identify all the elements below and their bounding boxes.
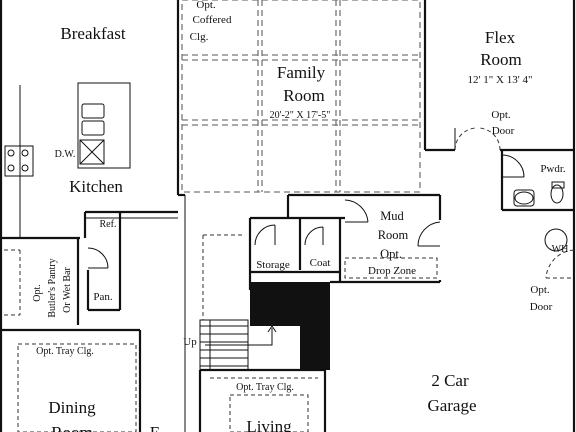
garage-door-label-2: Door <box>530 301 553 313</box>
solid-walls <box>250 282 330 370</box>
foyer-label: E <box>150 423 160 432</box>
flex-room-label-2: Room <box>480 50 522 69</box>
living-room-label: Living <box>246 417 292 432</box>
coffered-label-2: Coffered <box>193 14 232 26</box>
mud-room-label-2: Room <box>378 228 409 242</box>
mud-room-label-3: Opt. <box>380 247 402 261</box>
stairs-up-label: Up <box>183 336 197 348</box>
dishwasher-label: D.W. <box>55 149 76 160</box>
fixtures <box>344 181 568 279</box>
kitchen-island <box>77 82 131 169</box>
breakfast-label: Breakfast <box>60 24 125 43</box>
garage-door-label-1: Opt. <box>530 284 550 296</box>
coffered-label-1: Opt. <box>196 0 216 11</box>
coffered-ceiling-grid <box>181 0 421 193</box>
coat-label: Coat <box>310 257 331 269</box>
water-heater-label: WH <box>552 244 569 255</box>
mud-room-label-1: Mud <box>380 209 404 223</box>
room-labels: Breakfast Opt. Coffered Clg. Family Room… <box>32 0 568 432</box>
kitchen-label: Kitchen <box>69 177 123 196</box>
dining-tray-label: Opt. Tray Clg. <box>36 346 94 357</box>
pantry-label: Pan. <box>93 291 113 303</box>
coffered-label-3: Clg. <box>190 31 209 43</box>
family-room-dims: 20'-2" X 17'-5" <box>270 110 331 121</box>
butler-label-2: Butler's Pantry <box>47 258 58 317</box>
flex-room-label-1: Flex <box>485 28 516 47</box>
dining-room-label-2: Room <box>51 423 93 432</box>
flex-door-label-2: Door <box>492 125 515 137</box>
refrigerator-label: Ref. <box>100 219 117 230</box>
drop-zone-label: Drop Zone <box>368 265 416 277</box>
butler-label-1: Opt. <box>32 284 43 302</box>
powder-label: Pwdr. <box>540 163 566 175</box>
storage-label: Storage <box>256 259 290 271</box>
living-tray-label: Opt. Tray Clg. <box>236 382 294 393</box>
doors <box>87 127 575 279</box>
family-room-label-1: Family <box>277 63 326 82</box>
kitchen-counter <box>4 85 178 316</box>
flex-room-dims: 12' 1" X 13' 4" <box>468 74 533 86</box>
dining-room-label-1: Dining <box>48 398 96 417</box>
family-room-label-2: Room <box>283 86 325 105</box>
stairs <box>199 234 277 371</box>
flex-door-label-1: Opt. <box>491 109 511 121</box>
tray-ceilings <box>17 343 318 432</box>
butler-label-3: Or Wet Bar <box>62 267 73 313</box>
garage-label-2: Garage <box>427 396 476 415</box>
garage-label-1: 2 Car <box>431 371 469 390</box>
